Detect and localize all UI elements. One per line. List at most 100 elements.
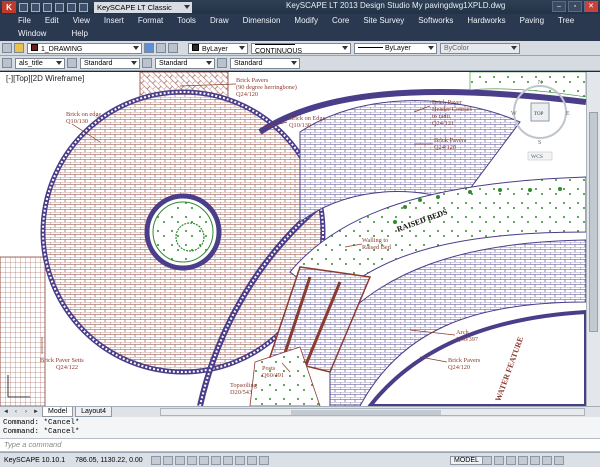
workspace-label: KeySCAPE LT Classic: [97, 2, 172, 12]
command-input[interactable]: Type a command: [0, 438, 600, 452]
menu-view[interactable]: View: [72, 16, 90, 25]
menu-softworks[interactable]: Softworks: [418, 16, 454, 25]
next-tab-icon[interactable]: ›: [25, 409, 27, 415]
mleader-style-icon[interactable]: [217, 58, 227, 68]
cursor-coordinates[interactable]: 786.05, 1130.22, 0.00: [75, 456, 143, 464]
dynamic-input-icon[interactable]: [234, 455, 245, 465]
lineweight-select[interactable]: ByLayer: [354, 42, 437, 54]
menu-format[interactable]: Format: [137, 16, 164, 25]
menu-dimension[interactable]: Dimension: [242, 16, 281, 25]
menu-site-survey[interactable]: Site Survey: [363, 16, 405, 25]
new-file-icon[interactable]: [19, 2, 28, 12]
ortho-mode-icon[interactable]: [174, 455, 185, 465]
quick-view-layouts-icon[interactable]: [482, 455, 492, 465]
color-swatch: [192, 43, 199, 51]
menu-hardworks[interactable]: Hardworks: [467, 16, 506, 25]
layer-select[interactable]: 1_DRAWING: [27, 42, 142, 54]
snap-mode-icon[interactable]: [150, 455, 161, 465]
viewcube-top-face[interactable]: [530, 102, 550, 122]
make-current-icon[interactable]: [144, 43, 154, 53]
last-tab-icon[interactable]: ►: [33, 409, 39, 415]
layer-manager-icon[interactable]: [2, 43, 12, 53]
close-button[interactable]: ✕: [584, 1, 598, 12]
polar-tracking-icon[interactable]: [186, 455, 197, 465]
viewcube-north[interactable]: N: [538, 80, 543, 86]
tab-model[interactable]: Model: [42, 407, 74, 417]
raised-bed: [289, 176, 586, 303]
text-style-select[interactable]: als_title: [15, 57, 65, 69]
water-feature: [367, 309, 586, 406]
mleader-style-select[interactable]: Standard: [230, 57, 300, 69]
command-line: Command: *Cancel*: [3, 428, 80, 436]
dim-style-icon[interactable]: [67, 58, 77, 68]
tab-layout4[interactable]: Layout4: [75, 407, 112, 417]
annotation-scale-icon[interactable]: [506, 455, 516, 465]
clean-screen-icon[interactable]: [554, 455, 564, 465]
menu-modify[interactable]: Modify: [294, 16, 318, 25]
workspace-switching-icon[interactable]: [530, 455, 540, 465]
app-logo-icon[interactable]: K: [2, 1, 16, 13]
menu-file[interactable]: File: [18, 16, 31, 25]
vertical-scroll-thumb[interactable]: [589, 112, 598, 332]
lineweight-icon[interactable]: [246, 455, 257, 465]
text-style-icon[interactable]: [2, 58, 12, 68]
dim-style-select[interactable]: Standard: [80, 57, 140, 69]
lineweight-value: ByLayer: [385, 44, 411, 52]
object-track-icon[interactable]: [210, 455, 221, 465]
annotation-visibility-icon[interactable]: [518, 455, 528, 465]
drawing-canvas[interactable]: Brick Pavers(90 degree herringbone)Q24/1…: [0, 72, 586, 406]
layer-previous-icon[interactable]: [156, 43, 166, 53]
horizontal-scroll-thumb[interactable]: [291, 410, 441, 415]
menu-paving[interactable]: Paving: [519, 16, 545, 25]
window-title: KeySCAPE LT 2013 Design Studio My paving…: [286, 1, 506, 10]
vertical-scrollbar[interactable]: [586, 72, 600, 406]
dim-style-value: Standard: [84, 59, 113, 67]
save-icon[interactable]: [43, 2, 52, 12]
first-tab-icon[interactable]: ◄: [3, 409, 9, 415]
quick-properties-icon[interactable]: [258, 455, 269, 465]
minimize-button[interactable]: –: [552, 1, 566, 12]
toolbar-lock-icon[interactable]: [542, 455, 552, 465]
redo-icon[interactable]: [79, 2, 88, 12]
chevron-down-icon: [206, 61, 212, 65]
print-icon[interactable]: [55, 2, 64, 12]
layer-state-icon[interactable]: [14, 43, 24, 53]
plotstyle-select[interactable]: ByColor: [440, 42, 520, 54]
menu-tools[interactable]: Tools: [177, 16, 196, 25]
dynamic-ucs-icon[interactable]: [222, 455, 233, 465]
open-file-icon[interactable]: [31, 2, 40, 12]
object-snap-icon[interactable]: [198, 455, 209, 465]
maximize-button[interactable]: ▫: [568, 1, 582, 12]
grid-mode-icon[interactable]: [162, 455, 173, 465]
menu-help[interactable]: Help: [71, 29, 88, 38]
viewport-controls[interactable]: [-][Top][2D Wireframe]: [6, 74, 85, 83]
chevron-down-icon: [56, 61, 62, 65]
mleader-style-value: Standard: [234, 59, 263, 67]
viewcube-south[interactable]: S: [538, 140, 541, 146]
model-space-button[interactable]: MODEL: [450, 455, 483, 465]
viewcube-west[interactable]: W: [511, 111, 517, 117]
viewcube-east[interactable]: E: [566, 111, 570, 117]
menu-insert[interactable]: Insert: [103, 16, 124, 25]
menu-draw[interactable]: Draw: [209, 16, 229, 25]
workspace-select[interactable]: KeySCAPE LT Classic: [94, 1, 192, 13]
viewcube[interactable]: TOP N W E S WCS: [511, 80, 570, 161]
menu-edit[interactable]: Edit: [44, 16, 59, 25]
menu-tree[interactable]: Tree: [558, 16, 575, 25]
wcs-menu-button[interactable]: [527, 151, 553, 161]
table-style-icon[interactable]: [142, 58, 152, 68]
table-style-select[interactable]: Standard: [155, 57, 215, 69]
horizontal-scrollbar[interactable]: [160, 408, 585, 416]
menu-window[interactable]: Window: [18, 29, 47, 38]
prev-tab-icon[interactable]: ‹: [15, 409, 17, 415]
quick-view-drawings-icon[interactable]: [494, 455, 504, 465]
undo-icon[interactable]: [67, 2, 76, 12]
menu-core[interactable]: Core: [331, 16, 350, 25]
layer-isolate-icon[interactable]: [168, 43, 178, 53]
lineweight-sample: [358, 47, 383, 49]
linetype-select[interactable]: CONTINUOUS: [251, 42, 351, 55]
color-select[interactable]: ByLayer: [188, 42, 248, 54]
